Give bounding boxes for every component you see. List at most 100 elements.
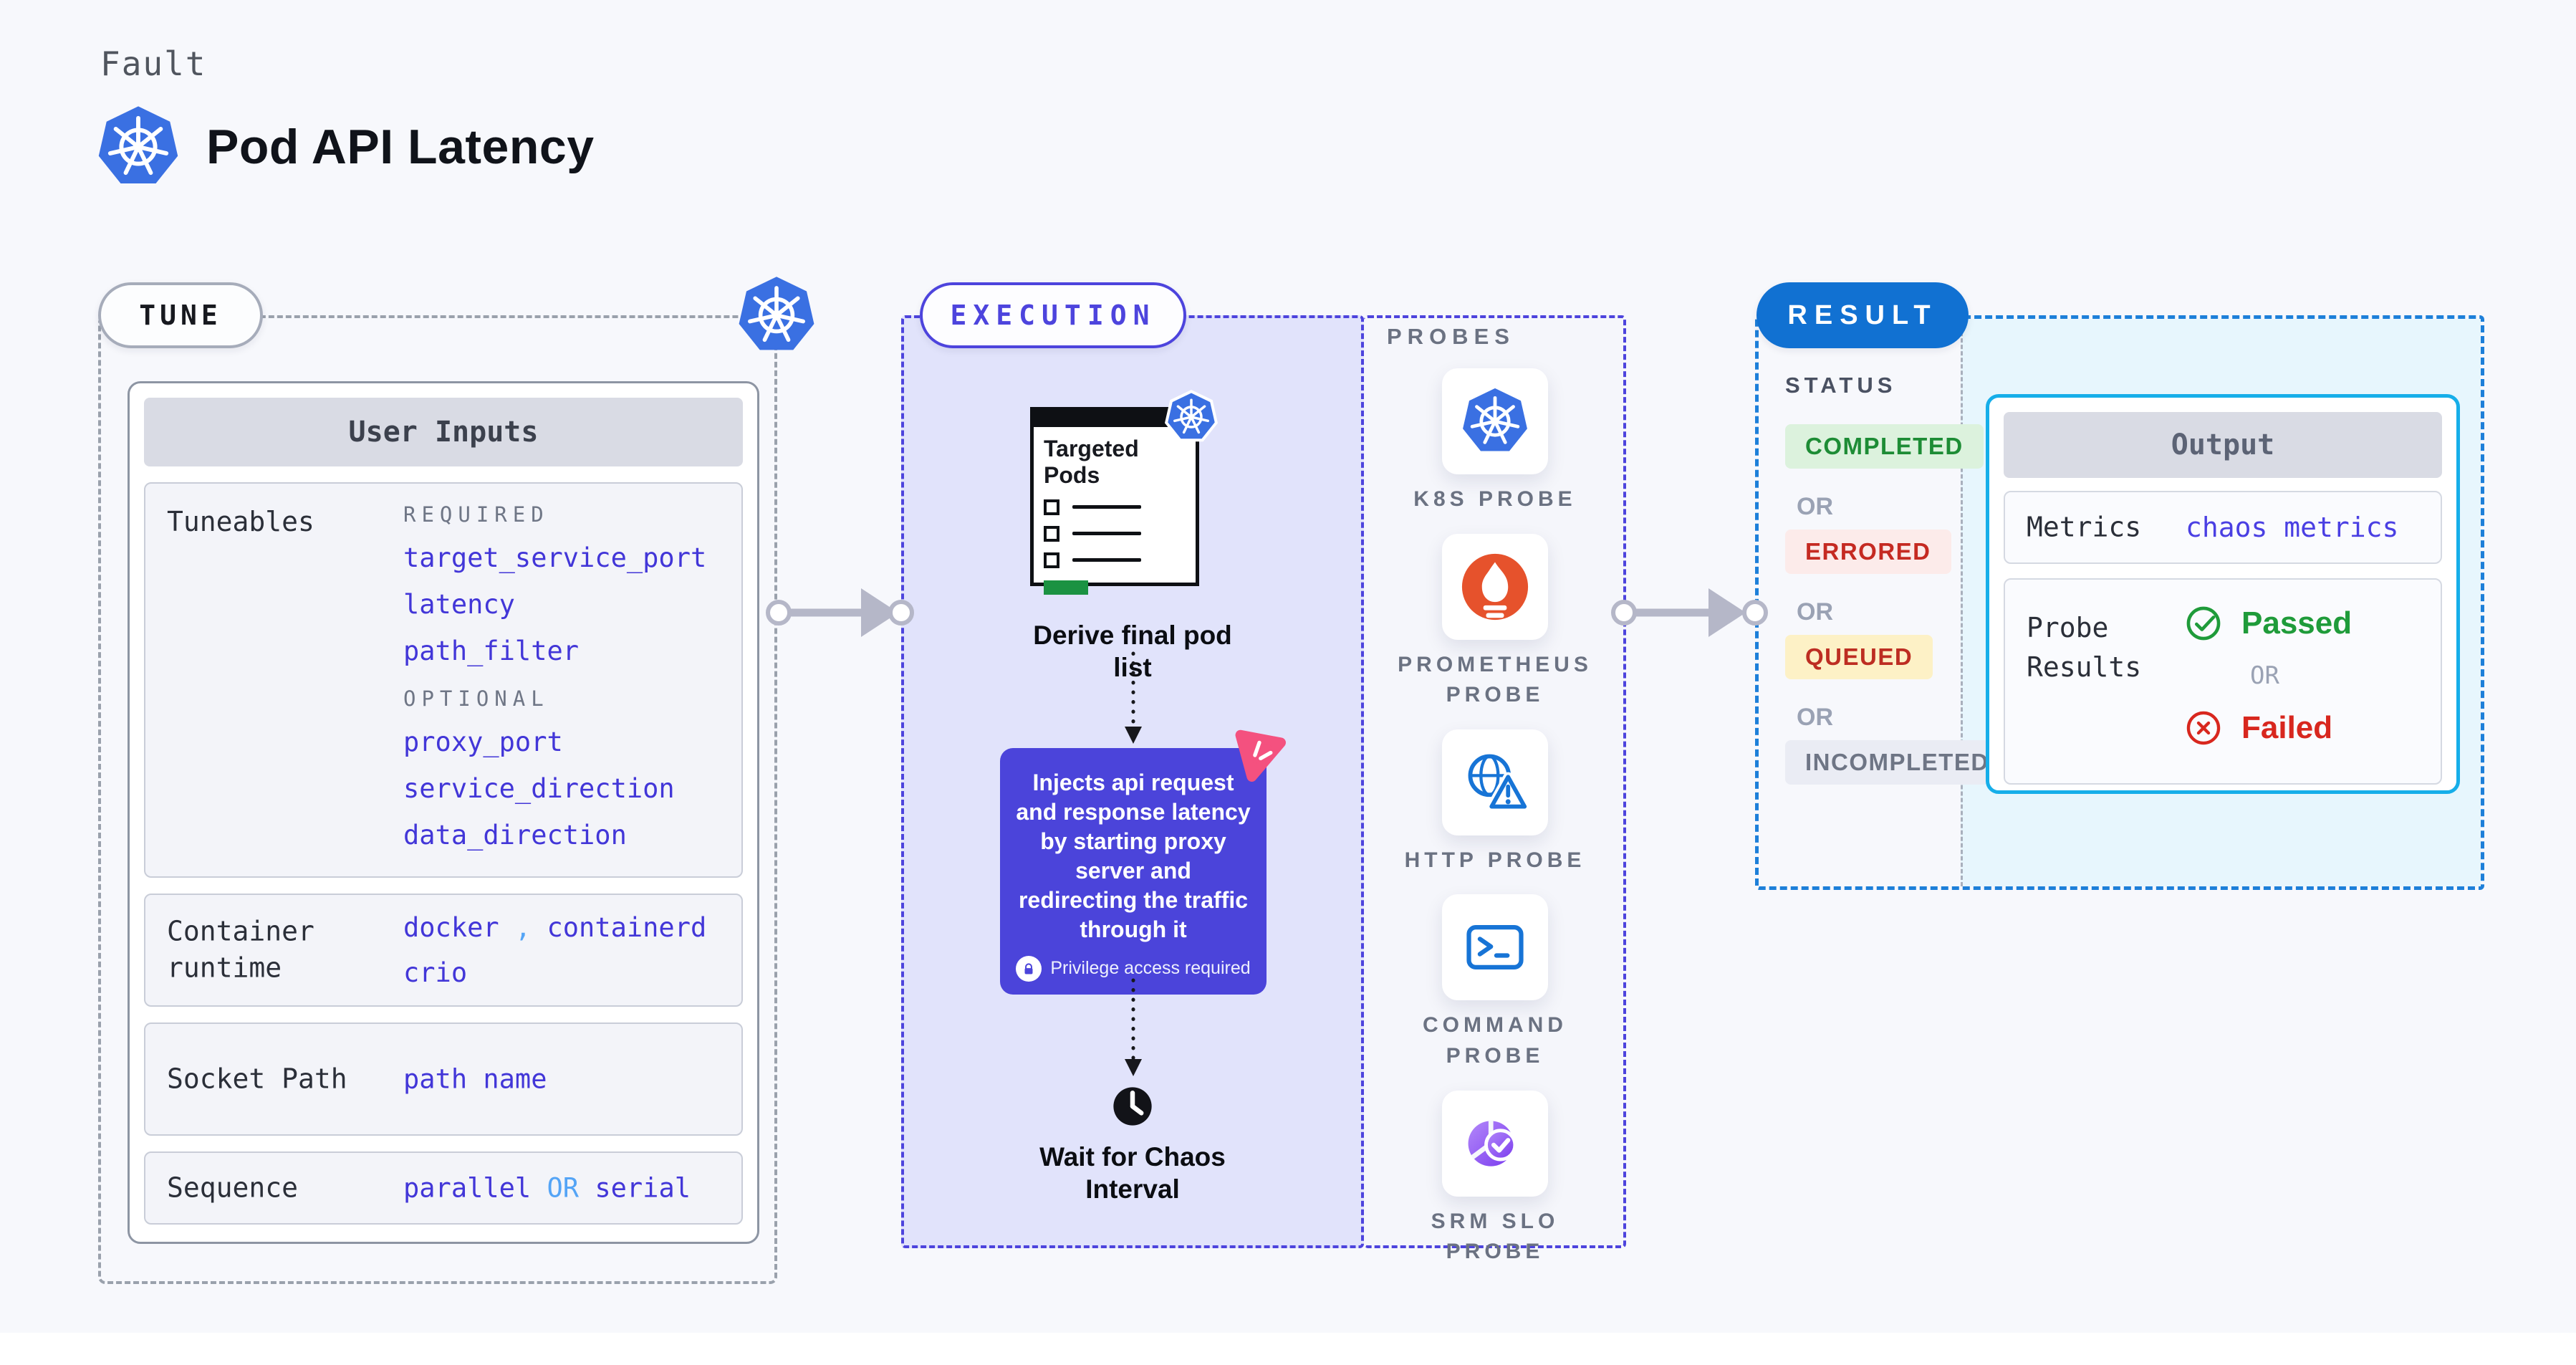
socket-path-value: path name [403,1063,547,1095]
probe-label: COMMAND PROBE [1423,1013,1567,1068]
targeted-pods-title: Targeted Pods [1044,436,1139,488]
passed-text: Passed [2241,605,2352,641]
result-pill: RESULT [1756,282,1969,348]
probe-results-row: Probe Results Passed OR Failed [2004,578,2442,785]
clock-icon [1107,1081,1158,1132]
status-badge-completed: COMPLETED [1785,424,1984,469]
optional-label: OPTIONAL [403,686,549,711]
metrics-value: chaos metrics [2186,512,2399,543]
kubernetes-icon [736,275,817,355]
sequence-value: parallel OR serial [403,1172,691,1204]
probe-label: HTTP PROBE [1404,848,1586,872]
user-inputs-title: User Inputs [144,398,743,466]
chaos-icon [1228,724,1291,787]
fault-kicker: Fault [100,44,207,83]
kubernetes-icon [96,105,181,189]
inject-step-card: Injects api request and response latency… [1000,748,1267,995]
status-label: STATUS [1785,373,1897,398]
or-text: OR [2250,661,2279,690]
pod-list-item [1044,525,1186,542]
metrics-label: Metrics [2027,511,2142,543]
probe-item: PROMETHEUS PROBE [1388,533,1602,711]
status-column: STATUS COMPLETED OR ERRORED OR QUEUED OR… [1785,373,2009,785]
probe-card [1442,894,1548,1001]
probes-label: PROBES [1387,324,1515,349]
x-circle-icon [2184,709,2223,747]
tuneable-optional: service_direction [403,773,675,804]
tuneable-required: path_filter [403,636,580,666]
page-header: Pod API Latency [96,105,595,189]
required-label: REQUIRED [403,502,549,527]
kubernetes-icon [1164,390,1219,444]
probe-card [1442,368,1548,474]
tuneable-required: target_service_port [403,542,707,573]
dotted-arrow-icon [1125,651,1142,744]
check-circle-icon [2184,604,2223,643]
targeted-pods-card: Targeted Pods [1030,407,1199,595]
probe-label: PROMETHEUS PROBE [1398,652,1592,707]
output-title: Output [2004,412,2442,478]
wait-chaos-interval-step: Wait for Chaos Interval [1039,1142,1226,1204]
checkbox-icon [1044,552,1059,568]
status-badge-queued: QUEUED [1785,635,1933,679]
progress-bar [1044,580,1088,595]
probe-label: K8S PROBE [1413,487,1577,511]
flow-arrow-icon [766,588,914,637]
probe-item: K8S PROBE [1388,368,1602,515]
tuneables-row: Tuneables REQUIRED target_service_port l… [144,482,743,878]
bottom-margin [0,1333,2576,1365]
checkbox-icon [1044,499,1059,515]
or-text: OR [1797,493,1833,520]
probe-card [1442,533,1548,640]
container-runtime-values: docker , containerd [403,912,707,943]
probe-item: COMMAND PROBE [1388,894,1602,1071]
sequence-label: Sequence [167,1172,299,1204]
list-line [1072,505,1141,509]
container-runtime-label: Container runtime [167,915,314,984]
list-line [1072,558,1141,562]
tuneables-label: Tuneables [167,506,314,537]
list-line [1072,532,1141,536]
metrics-row: Metrics chaos metrics [2004,491,2442,564]
probe-item: HTTP PROBE [1388,729,1602,876]
probe-card [1442,1090,1548,1197]
privilege-badge-text: Privilege access required [1050,958,1251,979]
probe-card [1442,729,1548,835]
output-card: Output Metrics chaos metrics Probe Resul… [1986,394,2460,794]
or-text: OR [1797,704,1833,731]
container-runtime-row: Container runtime docker , containerd cr… [144,894,743,1007]
derive-pod-list-step: Derive final pod list [1033,621,1232,683]
flow-arrow-icon [1611,588,1768,637]
globe-warning-icon [1461,748,1529,817]
tune-pill: TUNE [98,282,263,348]
container-runtime-value: crio [403,957,468,988]
checkbox-icon [1044,525,1059,542]
socket-path-row: Socket Path path name [144,1022,743,1136]
probe-item: SRM SLO PROBE [1388,1090,1602,1268]
probe-results-label: Probe Results [2027,612,2142,684]
probes-list: K8S PROBE PROMETHEUS PROBE HTTP PROBE CO… [1364,368,1626,1268]
prometheus-icon [1461,552,1529,621]
status-badge-incompleted: INCOMPLETED [1785,740,2009,785]
page-title: Pod API Latency [206,120,595,174]
status-badge-errored: ERRORED [1785,530,1951,574]
kubernetes-icon [1461,387,1529,456]
sequence-row: Sequence parallel OR serial [144,1151,743,1225]
passed-result: Passed [2184,604,2352,643]
terminal-icon [1461,913,1529,982]
pod-list-item [1044,552,1186,568]
user-inputs-card: User Inputs Tuneables REQUIRED target_se… [128,381,759,1244]
failed-text: Failed [2241,710,2333,745]
tuneable-required: latency [403,589,515,620]
lock-icon [1016,955,1042,982]
failed-result: Failed [2184,709,2352,747]
or-text: OR [1797,598,1833,626]
socket-path-label: Socket Path [167,1063,347,1095]
slo-pie-check-icon [1461,1109,1529,1178]
tune-section [98,315,777,1284]
tuneable-optional: proxy_port [403,727,563,757]
tuneable-optional: data_direction [403,820,627,851]
privilege-badge: Privilege access required [1013,955,1254,982]
probe-label: SRM SLO PROBE [1431,1209,1559,1264]
